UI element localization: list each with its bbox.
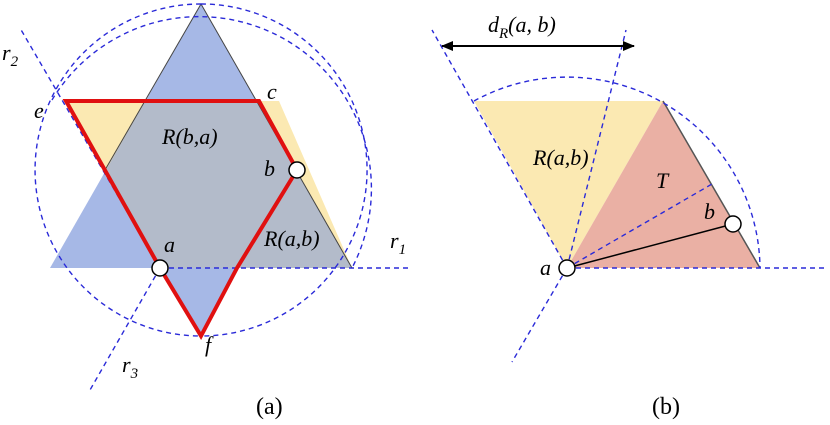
point-label-e: e (34, 98, 44, 123)
point-label-a: a (164, 232, 175, 257)
ray-r3-a (89, 267, 161, 391)
panel-a: r2 r1 r3 e c b a f R(b,a) R(a,b) (a) (2, 3, 408, 420)
point-label-b-b: b (704, 199, 715, 224)
dashed-arc-b (473, 76, 761, 269)
dashed-arc-circle-left-a (34, 3, 202, 337)
region-label-R-ab-a: R(a,b) (263, 226, 320, 251)
region-label-T: T (656, 168, 670, 193)
distance-label: dR(a, b) (488, 12, 556, 42)
dashed-arc-large-a (51, 15, 373, 269)
caption-b: (b) (652, 394, 680, 420)
panel-b: dR(a, b) R(a,b) T b a (b) (431, 12, 828, 420)
point-a-b (558, 259, 576, 277)
dashed-arc-circle-a (200, 3, 368, 337)
point-b-b (724, 215, 742, 233)
point-label-a-b: a (540, 255, 551, 280)
point-a-a (151, 259, 169, 277)
point-label-f: f (205, 332, 214, 357)
ray-upper-right-b (566, 29, 627, 269)
yellow-triangle-b (474, 101, 663, 268)
ray-bisector-b (566, 183, 713, 269)
region-label-R-ab-b: R(a,b) (532, 145, 589, 170)
caption-a: (a) (256, 394, 283, 420)
ray-label-r3: r3 (122, 352, 138, 382)
blue-lower-triangle-a (160, 268, 237, 336)
pink-triangle-b (567, 101, 760, 268)
point-label-c: c (267, 79, 277, 104)
point-b-a (288, 161, 306, 179)
triangle-edge-left-a (104, 3, 202, 171)
ray-label-r1: r1 (390, 228, 406, 258)
point-label-b: b (264, 156, 275, 181)
ray-label-r2: r2 (2, 40, 19, 70)
ray-upper-left-b (431, 29, 568, 269)
region-label-R-ba: R(b,a) (161, 124, 218, 149)
ray-lower-b (511, 267, 568, 363)
segment-ab-b (566, 223, 734, 269)
